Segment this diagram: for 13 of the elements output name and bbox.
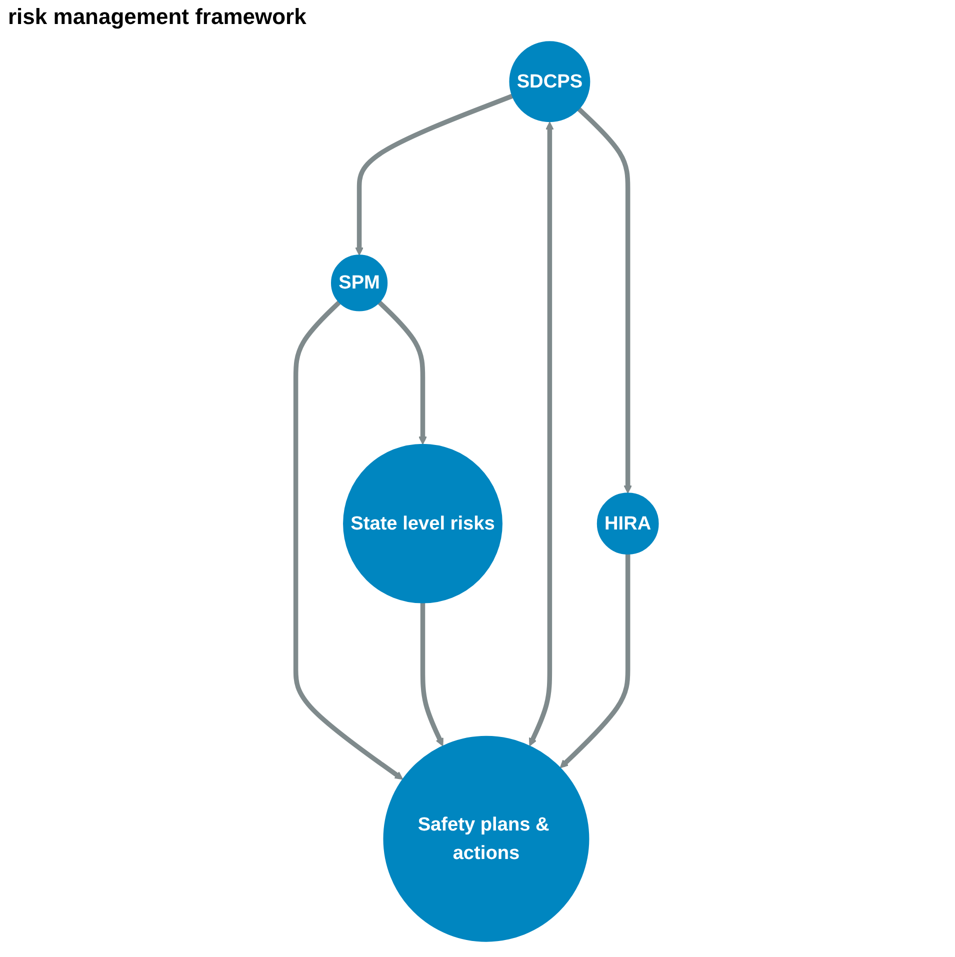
title: risk management framework [8,4,308,30]
node-circle: SDCPS [510,41,591,122]
arrow [294,300,404,780]
node-circle: SPM [331,254,388,312]
node-circle: HIRA [597,492,660,554]
arrow [529,122,554,746]
arrow [378,300,428,445]
node-circle: State level risks [343,444,503,604]
arrow [560,554,631,768]
arrow [420,602,444,746]
arrow [356,94,514,256]
node-circle: Safety plans & actions [384,736,590,942]
arrow [578,107,632,494]
